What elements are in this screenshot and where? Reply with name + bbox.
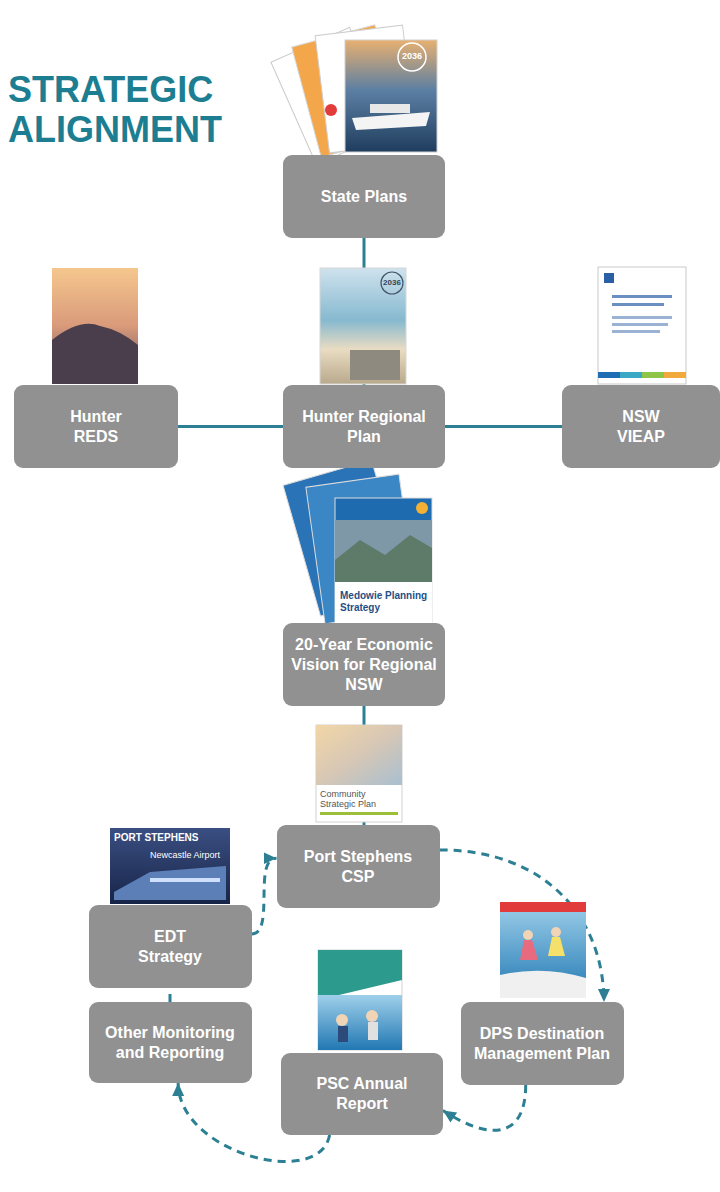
destination-plan-box: DPS Destination Management Plan [461,1002,624,1085]
alignment-line [445,425,562,428]
annual-report-cover [318,950,402,1050]
annual-report-box: PSC Annual Report [281,1053,443,1135]
destination-plan-cover [500,902,586,998]
cover-text: PORT STEPHENS [114,832,226,844]
state-plans-box: State Plans [283,155,445,238]
hunter-regional-plan-cover [320,268,406,384]
box-label: State Plans [321,187,407,207]
regional-plan-box: Hunter Regional Plan [283,385,445,468]
edt-strategy-cover [110,828,230,904]
edt-strategy-box: EDT Strategy [89,905,252,988]
box-label: DPS Destination Management Plan [472,1024,612,1064]
csp-box: Port Stephens CSP [277,825,440,908]
reds-box: Hunter REDS [14,385,178,468]
state-plans-covers [271,25,437,165]
dashed-cycle-arrow [169,988,172,1002]
cover-text: 2036 [398,51,426,61]
economic-vision-covers [283,460,432,636]
cover-text: Newcastle Airport [150,850,228,860]
box-label: 20-Year Economic Vision for Regional NSW [291,635,437,695]
box-label: Port Stephens CSP [298,847,418,887]
monitoring-box: Other Monitoring and Reporting [89,1002,252,1083]
box-label: PSC Annual Report [312,1074,412,1114]
box-label: EDT Strategy [130,927,210,967]
dashed-cycle-arrow [440,850,604,1002]
hunter-reds-cover [52,268,138,384]
box-label: Hunter Regional Plan [302,407,427,447]
box-label: Hunter REDS [61,407,131,447]
diagram-title: STRATEGIC ALIGNMENT [8,70,263,151]
community-strategic-plan-cover [316,725,402,822]
cover-text: 2036 [381,278,403,287]
cover-text: Community Strategic Plan [320,789,400,810]
box-label: Other Monitoring and Reporting [97,1023,243,1063]
economic-vision-box: 20-Year Economic Vision for Regional NSW [283,623,445,706]
nsw-vieap-cover [598,267,686,384]
cover-text: Medowie Planning Strategy [340,590,428,613]
dashed-cycle-arrow [443,1085,526,1130]
box-label: NSW VIEAP [611,407,671,447]
vieap-box: NSW VIEAP [562,385,720,468]
dashed-cycle-arrow [252,858,277,934]
alignment-line [178,425,283,428]
